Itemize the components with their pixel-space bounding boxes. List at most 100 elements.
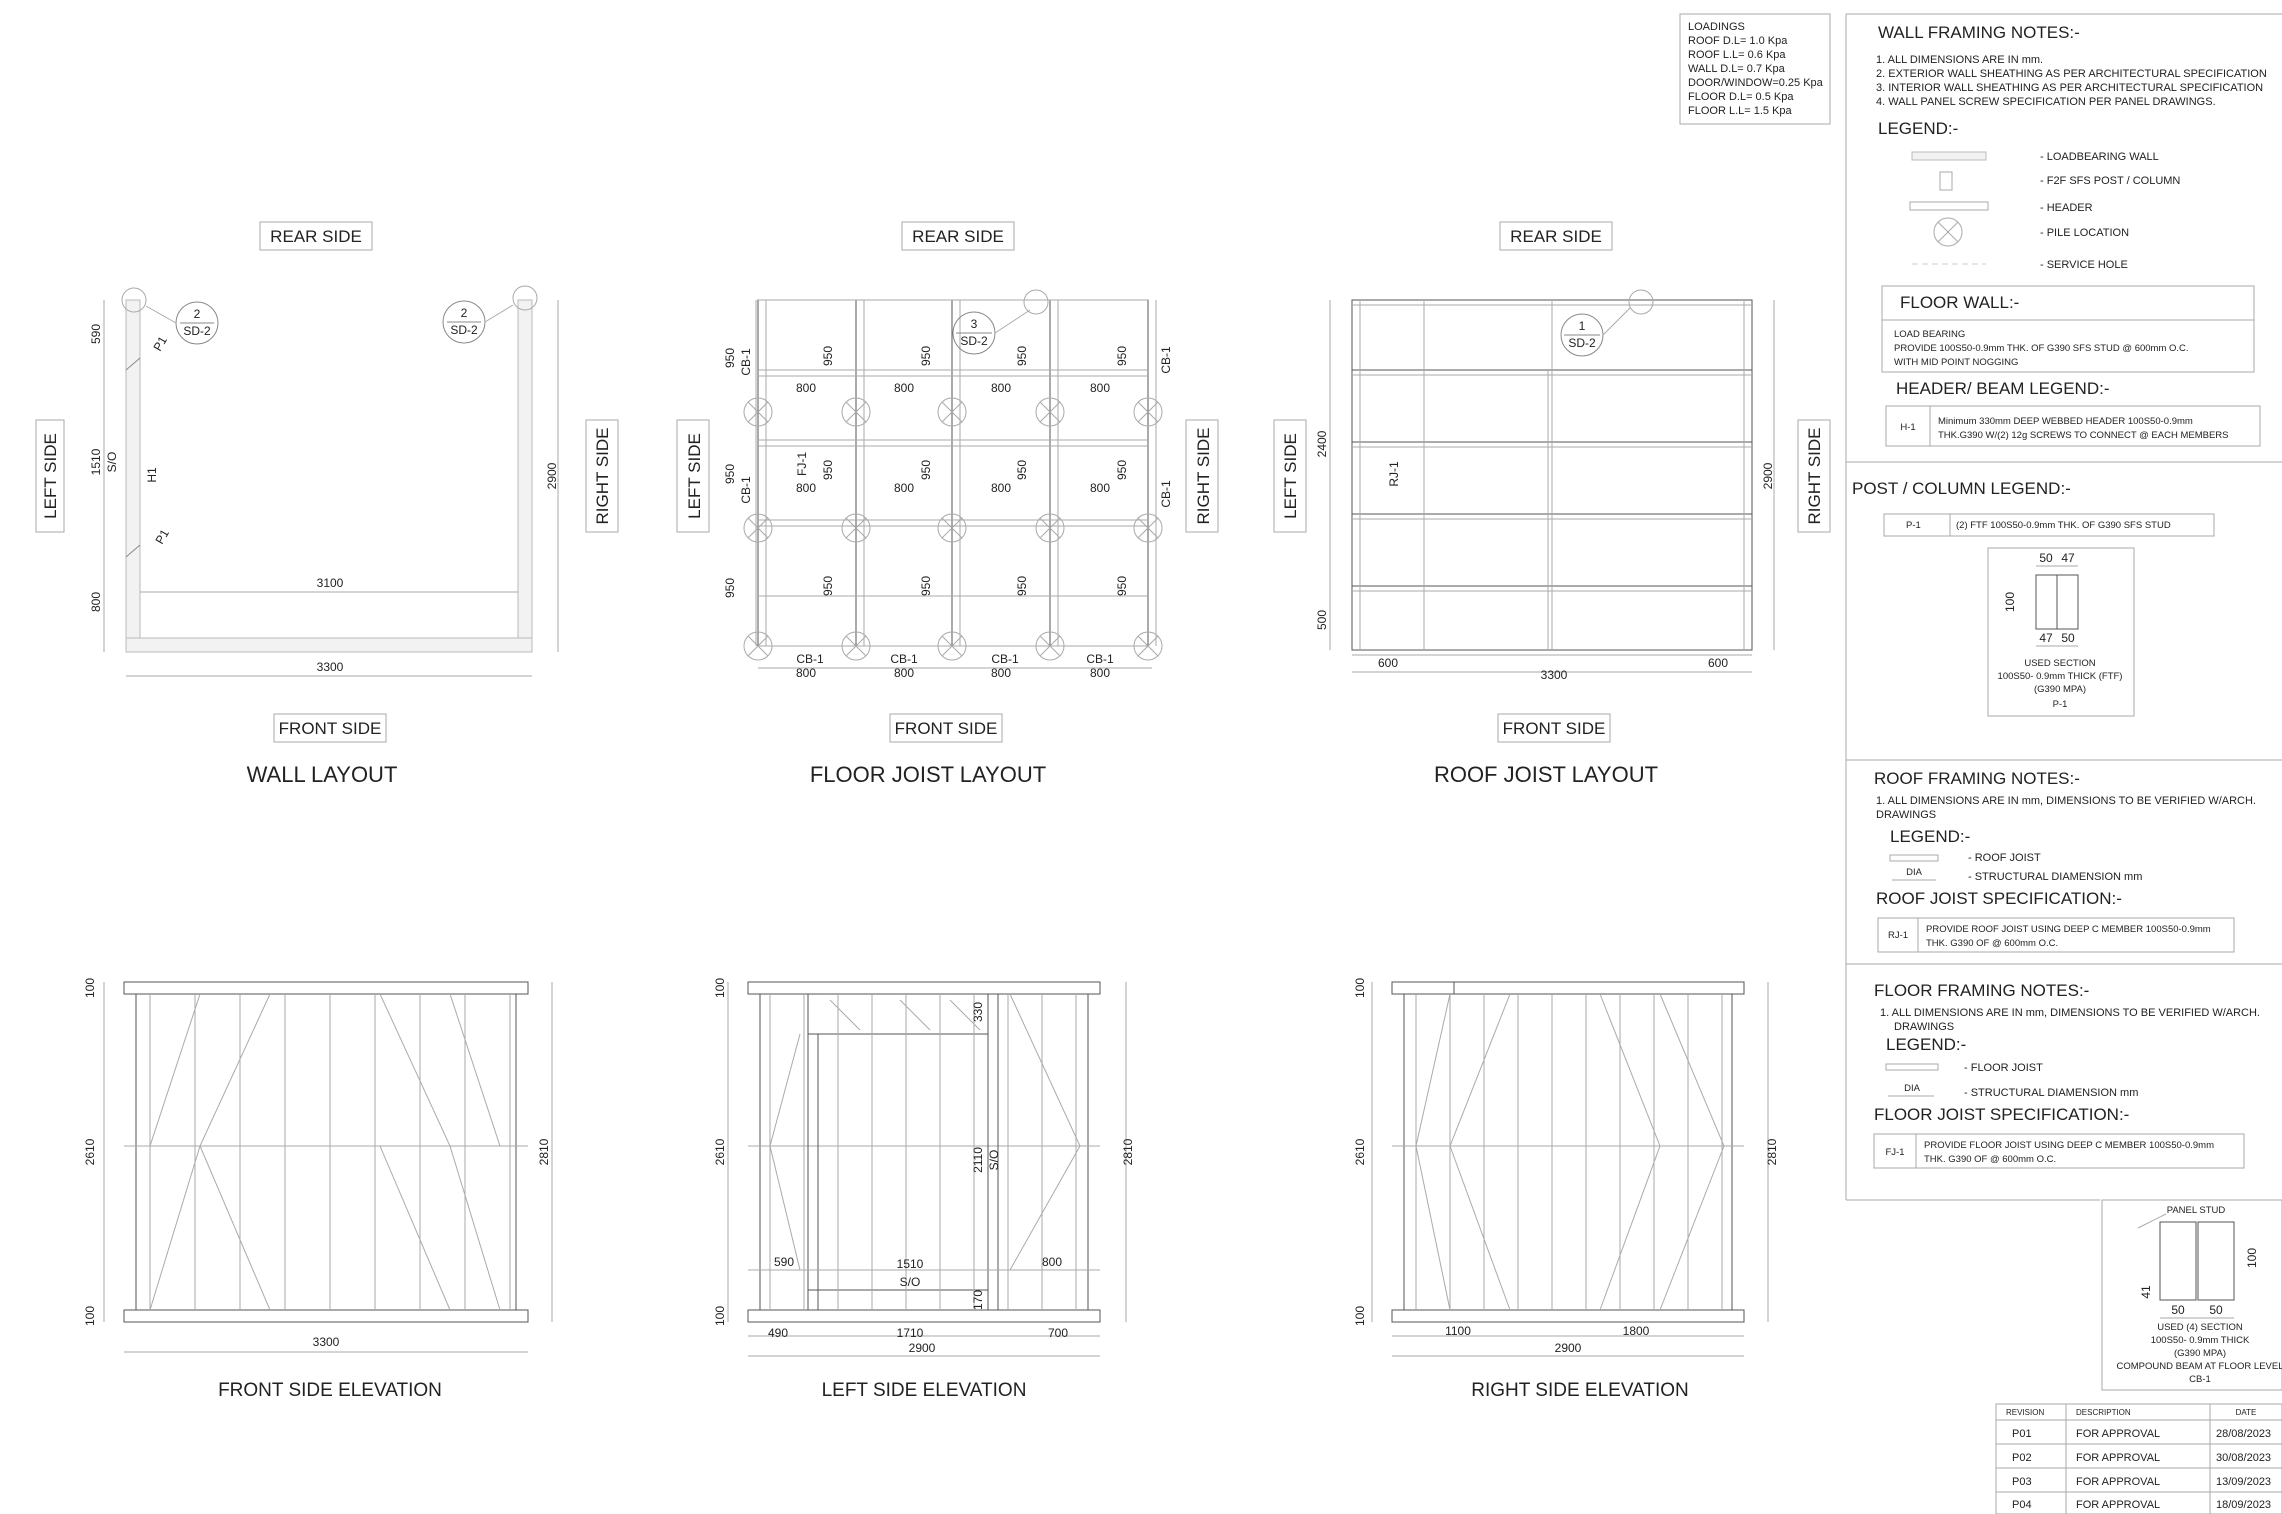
section-heading: FLOOR FRAMING NOTES:- — [1874, 981, 2089, 1000]
brace-line — [949, 999, 981, 1031]
dimension: 100 — [2245, 1248, 2259, 1268]
dimension: 800 — [1090, 481, 1110, 495]
dimension: 1510 — [89, 448, 103, 475]
wall-layout-plan: REAR SIDE FRONT SIDE LEFT SIDE RIGHT SID… — [35, 221, 619, 787]
dimension: 330 — [971, 1002, 985, 1022]
dimension: 1510 — [897, 1257, 924, 1271]
pile-cross — [747, 635, 769, 657]
dimension: 950 — [723, 578, 737, 598]
brace-line — [149, 1145, 201, 1311]
legend-item: - HEADER — [2040, 202, 2093, 214]
dimension: 100 — [83, 978, 97, 998]
pile-location — [841, 397, 871, 427]
note-line: 3. INTERIOR WALL SHEATHING AS PER ARCHIT… — [1876, 82, 2263, 94]
callout-reference: SD-2 — [1568, 336, 1596, 350]
roof-joist-swatch — [1889, 854, 1939, 862]
section-heading: WALL FRAMING NOTES:- — [1878, 23, 2080, 42]
brace-line — [769, 1033, 801, 1147]
left-side-label: LEFT SIDE — [1281, 433, 1300, 519]
dimension: 2810 — [1765, 1138, 1779, 1165]
dimension: 800 — [796, 481, 816, 495]
post-tag: P1 — [150, 334, 170, 354]
dimension: 41 — [2139, 1285, 2153, 1299]
dimension: 2610 — [713, 1138, 727, 1165]
dimension: 950 — [1015, 460, 1029, 480]
pile-location — [1035, 631, 1065, 661]
dimension: 800 — [796, 381, 816, 395]
note-line: COMPOUND BEAM AT FLOOR LEVEL — [2117, 1361, 2282, 1372]
dimension: 600 — [1708, 656, 1728, 670]
note-line: PROVIDE FLOOR JOIST USING DEEP C MEMBER … — [1924, 1140, 2214, 1151]
section-heading: LEGEND:- — [1886, 1035, 1966, 1054]
loadings-line: FLOOR L.L= 1.5 Kpa — [1688, 105, 1793, 117]
opening-tag: S/O — [105, 452, 119, 473]
dimension: 700 — [1048, 1326, 1068, 1340]
rear-side-label: REAR SIDE — [912, 227, 1004, 246]
loadbearing-wall-swatch — [1911, 151, 1987, 161]
legend-symbol: DIA — [1906, 867, 1923, 878]
table-header: DESCRIPTION — [2076, 1408, 2131, 1417]
table-row: P03 FOR APPROVAL 13/09/2023 — [2012, 1476, 2271, 1488]
dimension: 950 — [821, 460, 835, 480]
note-line: Minimum 330mm DEEP WEBBED HEADER 100S50-… — [1938, 416, 2193, 427]
dimension: 600 — [1378, 656, 1398, 670]
pile-cross — [845, 401, 867, 423]
pile-cross — [747, 517, 769, 539]
floor-joist-layout-plan: REAR SIDE FRONT SIDE LEFT SIDE RIGHT SID… — [676, 221, 1219, 787]
loadings-line: LOADINGS — [1688, 21, 1745, 33]
legend-symbol: DIA — [1904, 1083, 1921, 1094]
pile-location — [841, 631, 871, 661]
note-line: 1. ALL DIMENSIONS ARE IN mm, DIMENSIONS … — [1876, 795, 2256, 807]
note-line: PROVIDE ROOF JOIST USING DEEP C MEMBER 1… — [1926, 924, 2211, 935]
dimension: 800 — [991, 666, 1011, 680]
beam-tag: CB-1 — [1159, 480, 1173, 508]
note-line: USED (4) SECTION — [2157, 1322, 2243, 1333]
pile-location — [743, 513, 773, 543]
pile-cross — [941, 635, 963, 657]
dimension: 590 — [774, 1255, 794, 1269]
dimension: 2900 — [1761, 462, 1775, 489]
brace-line — [1449, 993, 1511, 1147]
dimension: 50 — [2061, 631, 2075, 645]
pile-location — [1628, 289, 1654, 315]
legend-item: - PILE LOCATION — [2040, 227, 2129, 239]
loadings-line: WALL D.L= 0.7 Kpa — [1688, 63, 1786, 75]
left-side-elevation: 100 2610 100 2810 330 2110 S/O 590 1510 … — [713, 978, 1135, 1401]
dimension: 500 — [1315, 610, 1329, 630]
pile-cross — [1039, 401, 1061, 423]
table-cell: FOR APPROVAL — [2076, 1499, 2160, 1511]
note-line: 2. EXTERIOR WALL SHEATHING AS PER ARCHIT… — [1876, 68, 2267, 80]
drawing-title: FRONT SIDE ELEVATION — [218, 1380, 442, 1401]
pile-location — [937, 631, 967, 661]
note-line: CB-1 — [2189, 1374, 2211, 1385]
table-header: REVISION — [2006, 1408, 2044, 1417]
callout-reference: SD-2 — [450, 323, 478, 337]
dimension: 47 — [2039, 631, 2053, 645]
pile-location — [743, 631, 773, 661]
spec-code: FJ-1 — [1886, 1147, 1905, 1158]
front-wall — [125, 637, 533, 653]
brace-line — [1659, 1145, 1725, 1311]
dimension: 950 — [919, 346, 933, 366]
dimension: 100 — [713, 1306, 727, 1326]
dimension: 50 — [2039, 551, 2053, 565]
dimension: 490 — [768, 1326, 788, 1340]
legend-item: - STRUCTURAL DIAMENSION mm — [1968, 871, 2142, 883]
dimension: 1800 — [1623, 1324, 1650, 1338]
table-cell: 28/08/2023 — [2216, 1428, 2271, 1440]
table-cell: 18/09/2023 — [2216, 1499, 2271, 1511]
brace-line — [899, 999, 931, 1031]
brace-line — [379, 1145, 451, 1311]
dimension: 800 — [991, 481, 1011, 495]
spec-code: P-1 — [1906, 520, 1921, 531]
beam-tag: CB-1 — [739, 476, 753, 504]
dimension: 590 — [89, 324, 103, 344]
dimension: 800 — [1090, 666, 1110, 680]
brace-line — [1009, 993, 1081, 1147]
front-side-label: FRONT SIDE — [1503, 719, 1606, 738]
note-line: 1. ALL DIMENSIONS ARE IN mm. — [1876, 54, 2043, 66]
brace-line — [1449, 1145, 1511, 1311]
dimension: 2610 — [83, 1138, 97, 1165]
drawing-title: LEFT SIDE ELEVATION — [822, 1380, 1027, 1401]
dimension: 3300 — [1541, 668, 1568, 682]
